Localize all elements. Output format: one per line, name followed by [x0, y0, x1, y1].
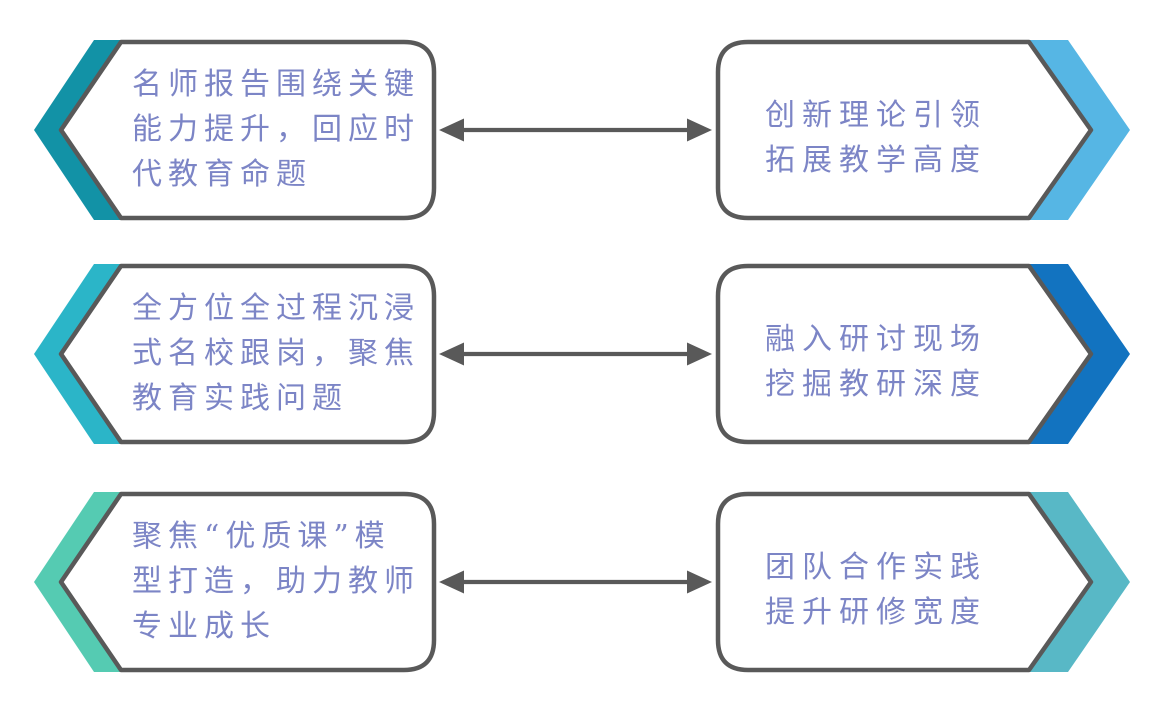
- text-line: 教育实践问题: [132, 381, 348, 416]
- text-line: 代教育命题: [132, 157, 312, 192]
- row3-right-box: 团队合作实践 提升研修宽度: [714, 490, 1138, 674]
- row3-left-text: 聚焦“优质课”模 型打造，助力教师 专业成长: [132, 514, 434, 649]
- text-line: 创新理论引领: [765, 98, 987, 133]
- row3-double-arrow-icon: [437, 566, 714, 598]
- right-pointed-box-outline: [715, 491, 1094, 673]
- row2-left-shape: [34, 263, 437, 445]
- text-line: 全方位全过程沉浸: [132, 291, 420, 326]
- text-line: 能力提升，回应时: [132, 112, 420, 147]
- row2-right-box: 融入研讨现场 挖掘教研深度: [714, 262, 1138, 446]
- row2-left-box: 全方位全过程沉浸 式名校跟岗，聚焦 教育实践问题: [0, 262, 440, 446]
- right-pointed-box-outline: [715, 39, 1094, 221]
- row1-left-shape: [34, 39, 437, 221]
- text-line: 名师报告围绕关键: [132, 67, 420, 102]
- row3-right-text: 团队合作实践 提升研修宽度: [718, 545, 1034, 635]
- left-pointed-box-outline: [58, 263, 437, 445]
- row1-right-box: 创新理论引领 拓展教学高度: [714, 38, 1138, 222]
- row2-right-shape: [715, 263, 1130, 445]
- row2-right-text: 融入研讨现场 挖掘教研深度: [718, 317, 1034, 407]
- row1-right-shape: [715, 39, 1130, 221]
- left-pointed-box-outline: [58, 39, 437, 221]
- text-line: 拓展教学高度: [765, 143, 987, 178]
- double-arrow-svg: [439, 570, 712, 594]
- double-arrow-svg: [439, 342, 712, 366]
- row2-double-arrow-icon: [437, 338, 714, 370]
- left-pointed-box-outline: [58, 491, 437, 673]
- text-line: 挖掘教研深度: [765, 367, 987, 402]
- text-line: 型打造，助力教师: [132, 564, 420, 599]
- text-line: 专业成长: [132, 609, 276, 644]
- row1-left-text: 名师报告围绕关键 能力提升，回应时 代教育命题: [132, 62, 434, 197]
- text-line: 团队合作实践: [765, 550, 987, 585]
- text-line: 融入研讨现场: [765, 322, 987, 357]
- double-arrow-svg: [439, 118, 712, 142]
- row1-double-arrow-icon: [437, 114, 714, 146]
- row2-left-text: 全方位全过程沉浸 式名校跟岗，聚焦 教育实践问题: [132, 286, 434, 421]
- row1-right-text: 创新理论引领 拓展教学高度: [718, 93, 1034, 183]
- text-line: 聚焦“优质课”模: [132, 519, 391, 554]
- row1-left-box: 名师报告围绕关键 能力提升，回应时 代教育命题: [0, 38, 440, 222]
- text-line: 提升研修宽度: [765, 595, 987, 630]
- row3-right-shape: [715, 491, 1130, 673]
- row3-left-shape: [34, 491, 437, 673]
- row3-left-box: 聚焦“优质课”模 型打造，助力教师 专业成长: [0, 490, 440, 674]
- right-pointed-box-outline: [715, 263, 1094, 445]
- text-line: 式名校跟岗，聚焦: [132, 336, 420, 371]
